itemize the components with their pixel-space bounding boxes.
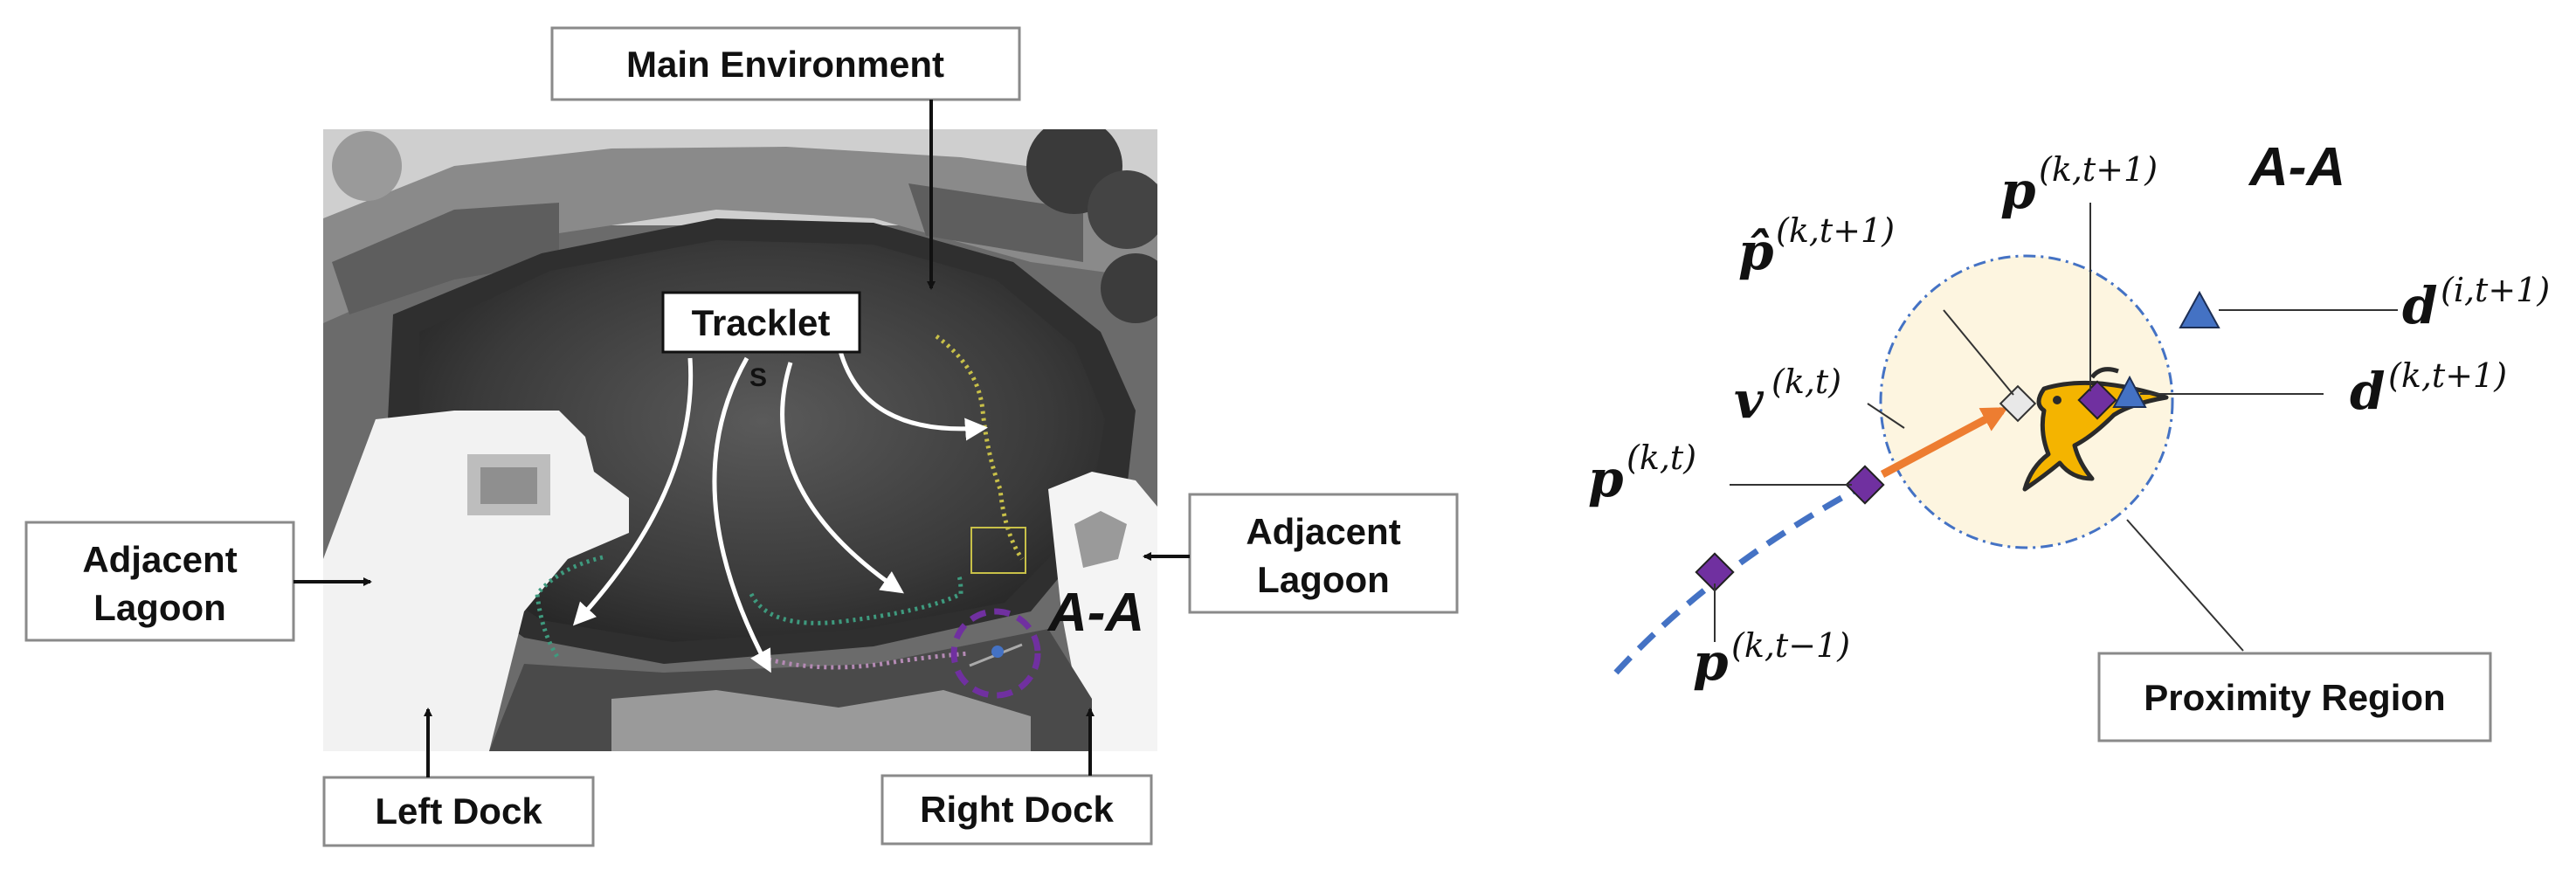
svg-text:v: v xyxy=(1734,370,1765,430)
tracklet-arrows xyxy=(572,350,988,673)
p-hat-marker xyxy=(1999,384,2037,423)
pink-tracklet xyxy=(768,651,970,670)
p-kt-marker xyxy=(1845,465,1885,505)
svg-text:(k,t+1): (k,t+1) xyxy=(2388,356,2507,395)
proximity-region-box: Proximity Region xyxy=(2097,652,2492,742)
svg-text:(k,t−1): (k,t−1) xyxy=(1731,626,1850,665)
label-v-kt: v (k,t) xyxy=(1734,362,1841,430)
right-dock-box: Right Dock xyxy=(881,708,1153,846)
svg-text:d: d xyxy=(2350,362,2386,421)
yellow-tracklet xyxy=(935,334,1026,574)
svg-text:(k,t): (k,t) xyxy=(1771,362,1841,401)
left-dock-box: Left Dock xyxy=(322,708,595,847)
aa-circle-photo xyxy=(950,608,1041,699)
main-environment-box: Main Environment xyxy=(550,26,1021,290)
adjacent-lagoon-left-line1: Adjacent xyxy=(82,539,237,580)
adjacent-lagoon-right-line2: Lagoon xyxy=(1257,559,1390,600)
svg-text:p̂: p̂ xyxy=(1738,222,1774,281)
d-kt1-marker xyxy=(2112,375,2147,408)
aa-label-right: A-A xyxy=(2248,137,2345,197)
left-dock-label: Left Dock xyxy=(375,791,542,832)
velocity-arrow xyxy=(1880,407,2009,478)
d-it1-marker xyxy=(2179,290,2220,328)
s-marker: S xyxy=(749,363,767,392)
p-kt-1-marker xyxy=(1695,552,1735,592)
adjacent-lagoon-left-box: Adjacent Lagoon xyxy=(24,521,372,642)
aerial-photo: S xyxy=(323,129,1157,751)
adjacent-lagoon-left-line2: Lagoon xyxy=(93,587,226,628)
svg-text:d: d xyxy=(2402,276,2438,335)
adjacent-lagoon-right-box: Adjacent Lagoon xyxy=(1143,493,1459,614)
label-p-kt: p (k,t) xyxy=(1588,438,1696,508)
right-dock-label: Right Dock xyxy=(920,789,1114,830)
proximity-region-label: Proximity Region xyxy=(2144,677,2445,718)
svg-text:(i,t+1): (i,t+1) xyxy=(2441,271,2550,309)
svg-text:p: p xyxy=(2000,161,2036,220)
leader-lines xyxy=(1714,203,2398,652)
label-p-kt-1: p (k,t−1) xyxy=(1693,626,1850,692)
svg-text:p: p xyxy=(1588,449,1624,508)
main-environment-label: Main Environment xyxy=(626,44,944,85)
green-tracklet-right xyxy=(749,576,963,625)
label-p-hat: p̂ (k,t+1) xyxy=(1738,211,1895,281)
dolphin-icon xyxy=(2022,367,2169,492)
label-d-kt1: d (k,t+1) xyxy=(2350,356,2507,421)
svg-text:p: p xyxy=(1693,632,1729,692)
tracklet-label: Tracklet xyxy=(692,302,831,343)
adjacent-lagoon-right-line1: Adjacent xyxy=(1246,511,1400,552)
svg-text:(k,t): (k,t) xyxy=(1626,438,1696,477)
label-d-it1: d (i,t+1) xyxy=(2402,271,2550,335)
svg-text:(k,t+1): (k,t+1) xyxy=(1776,211,1895,250)
label-p-kt1: p (k,t+1) xyxy=(2000,150,2158,220)
svg-text:(k,t+1): (k,t+1) xyxy=(2039,150,2158,189)
aa-label-left: A-A xyxy=(1046,583,1144,643)
p-kt1-marker xyxy=(2077,380,2117,420)
tracklet-box: Tracklet xyxy=(661,291,861,354)
